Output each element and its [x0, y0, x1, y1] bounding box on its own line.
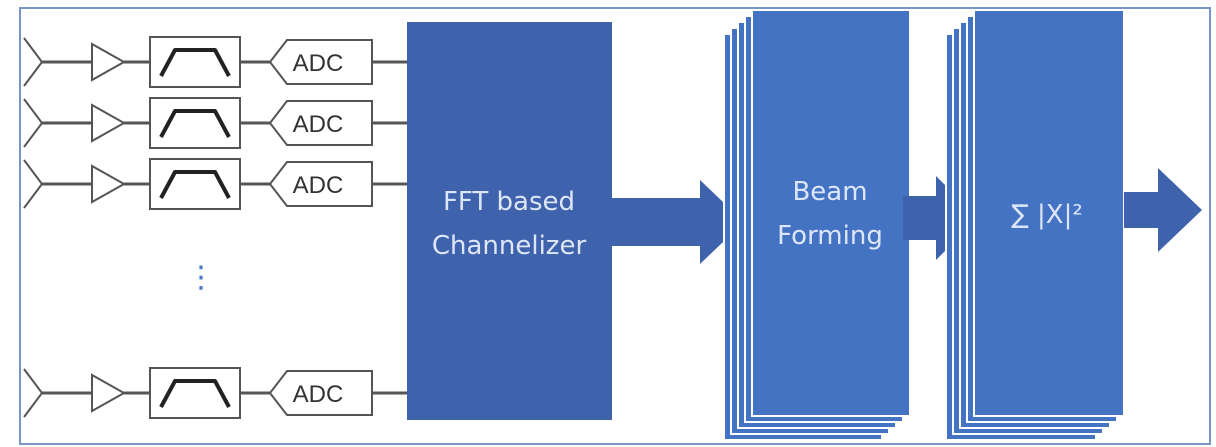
bandpass-filter-box — [149, 36, 241, 88]
diagram-border — [19, 7, 1211, 445]
ellipsis-vertical: ⋮ — [186, 260, 216, 295]
receiver-chain-1: ADC — [23, 36, 407, 88]
channelizer-label-line1: FFT based — [443, 187, 575, 217]
beamforming-label-line2: Forming — [777, 221, 883, 251]
arrow-right-icon — [612, 180, 744, 264]
amplifier-icon — [91, 103, 127, 143]
adc-label: ADC — [293, 50, 344, 77]
adc-label: ADC — [293, 111, 344, 138]
arrow-right-icon — [903, 176, 978, 260]
power-sum-block-stack: ∑ |X|² — [945, 9, 1125, 441]
bandpass-filter-icon — [159, 109, 231, 138]
amplifier-icon — [91, 373, 127, 413]
power-sum-label: ∑ |X|² — [1011, 200, 1083, 230]
beam-forming-block-stack: Beam Forming — [723, 9, 911, 441]
antenna-icon — [23, 98, 44, 148]
adc-label: ADC — [293, 381, 344, 408]
bandpass-filter-icon — [159, 48, 231, 77]
adc-label: ADC — [293, 172, 344, 199]
receiver-chain-2: ADC — [23, 97, 407, 149]
bandpass-filter-icon — [159, 170, 231, 199]
amplifier-icon — [91, 164, 127, 204]
arrow-right-icon — [1124, 168, 1202, 252]
fft-channelizer-block: FFT based Channelizer — [407, 22, 612, 420]
amplifier-icon — [91, 42, 127, 82]
beamforming-label-line1: Beam — [792, 177, 867, 207]
antenna-icon — [23, 37, 44, 87]
channelizer-label-line2: Channelizer — [432, 231, 587, 261]
antenna-icon — [23, 159, 44, 209]
bandpass-filter-box — [149, 158, 241, 210]
receiver-chain-3: ADC — [23, 158, 407, 210]
receiver-chains: ADC ADC ADC ADC — [23, 36, 407, 419]
bandpass-filter-box — [149, 367, 241, 419]
bandpass-filter-box — [149, 97, 241, 149]
antenna-icon — [23, 368, 44, 418]
receiver-chain-4: ADC — [23, 367, 407, 419]
bandpass-filter-icon — [159, 379, 231, 408]
